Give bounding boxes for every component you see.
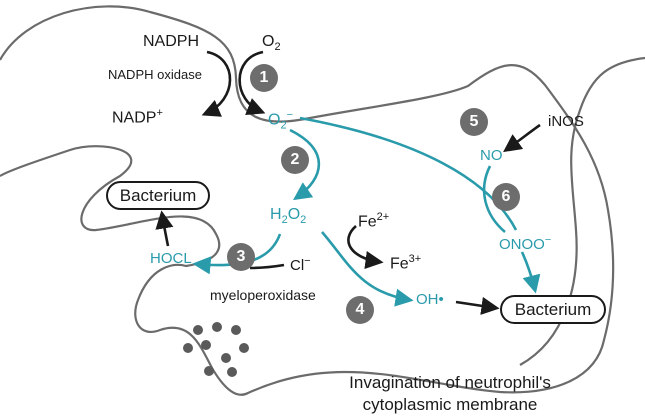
peroxynitrite-to-bacterium-arrow [520, 251, 541, 294]
caption-line-2: cytoplasmic membrane [362, 395, 538, 414]
step-badge-2: 2 [281, 146, 309, 174]
step-badge-3: 3 [227, 243, 255, 271]
hydroxyl-to-bacterium-arrow [455, 296, 500, 315]
inos-to-no-arrow [503, 123, 541, 153]
granule [221, 353, 231, 363]
bacterium-box-right: Bacterium [500, 295, 606, 324]
nadph-to-nadp-arrow [201, 50, 232, 117]
hocl-label: HOCL [150, 250, 192, 267]
granule [183, 343, 193, 353]
step-badge-6: 6 [492, 183, 520, 211]
hydroxyl-label: OH• [416, 291, 444, 308]
step-badge-5: 5 [460, 108, 488, 136]
granules [183, 322, 249, 377]
chloride-inflow-line [249, 263, 285, 270]
caption: Invagination of neutrophil's cytoplasmic… [300, 372, 600, 416]
granule [239, 343, 249, 353]
inos-label: iNOS [548, 113, 584, 130]
myeloperoxidase-label: myeloperoxidase [210, 287, 316, 303]
step-badge-1: 1 [250, 64, 278, 92]
peroxynitrite-label: ONOO− [499, 234, 552, 253]
hocl-to-bacterium-arrow [155, 210, 174, 247]
chloride-label: Cl− [290, 255, 311, 274]
nadp-label: NADP+ [112, 107, 163, 127]
step-badge-4: 4 [346, 296, 374, 324]
superoxide-label: O2− [268, 109, 294, 132]
granule [231, 325, 241, 335]
o2-label: O2 [262, 33, 281, 54]
o2-to-superoxide-arrow [238, 50, 266, 116]
fe2-label: Fe2+ [358, 211, 390, 231]
nadph-oxidase-label: NADPH oxidase [108, 67, 202, 82]
h2o2-label: H2O2 [270, 206, 307, 227]
no-label: NO [480, 147, 503, 164]
granule [201, 340, 211, 350]
bacterium-box-left: Bacterium [106, 181, 210, 210]
granule [227, 367, 237, 377]
h2o2-to-hydroxyl-arrow [321, 231, 414, 307]
fe3-label: Fe3+ [390, 253, 422, 273]
granule [193, 325, 203, 335]
membrane-outline [0, 5, 615, 396]
no-to-peroxynitrite-line [482, 165, 506, 233]
granule [204, 366, 214, 376]
granule [212, 322, 222, 332]
superoxide-to-h2o2-arrow [289, 128, 320, 201]
nadph-label: NADPH [143, 33, 200, 50]
iron-conversion-arrow [347, 225, 384, 270]
superoxide-to-peroxynitrite-arrow [299, 116, 518, 231]
caption-line-1: Invagination of neutrophil's [349, 373, 551, 392]
